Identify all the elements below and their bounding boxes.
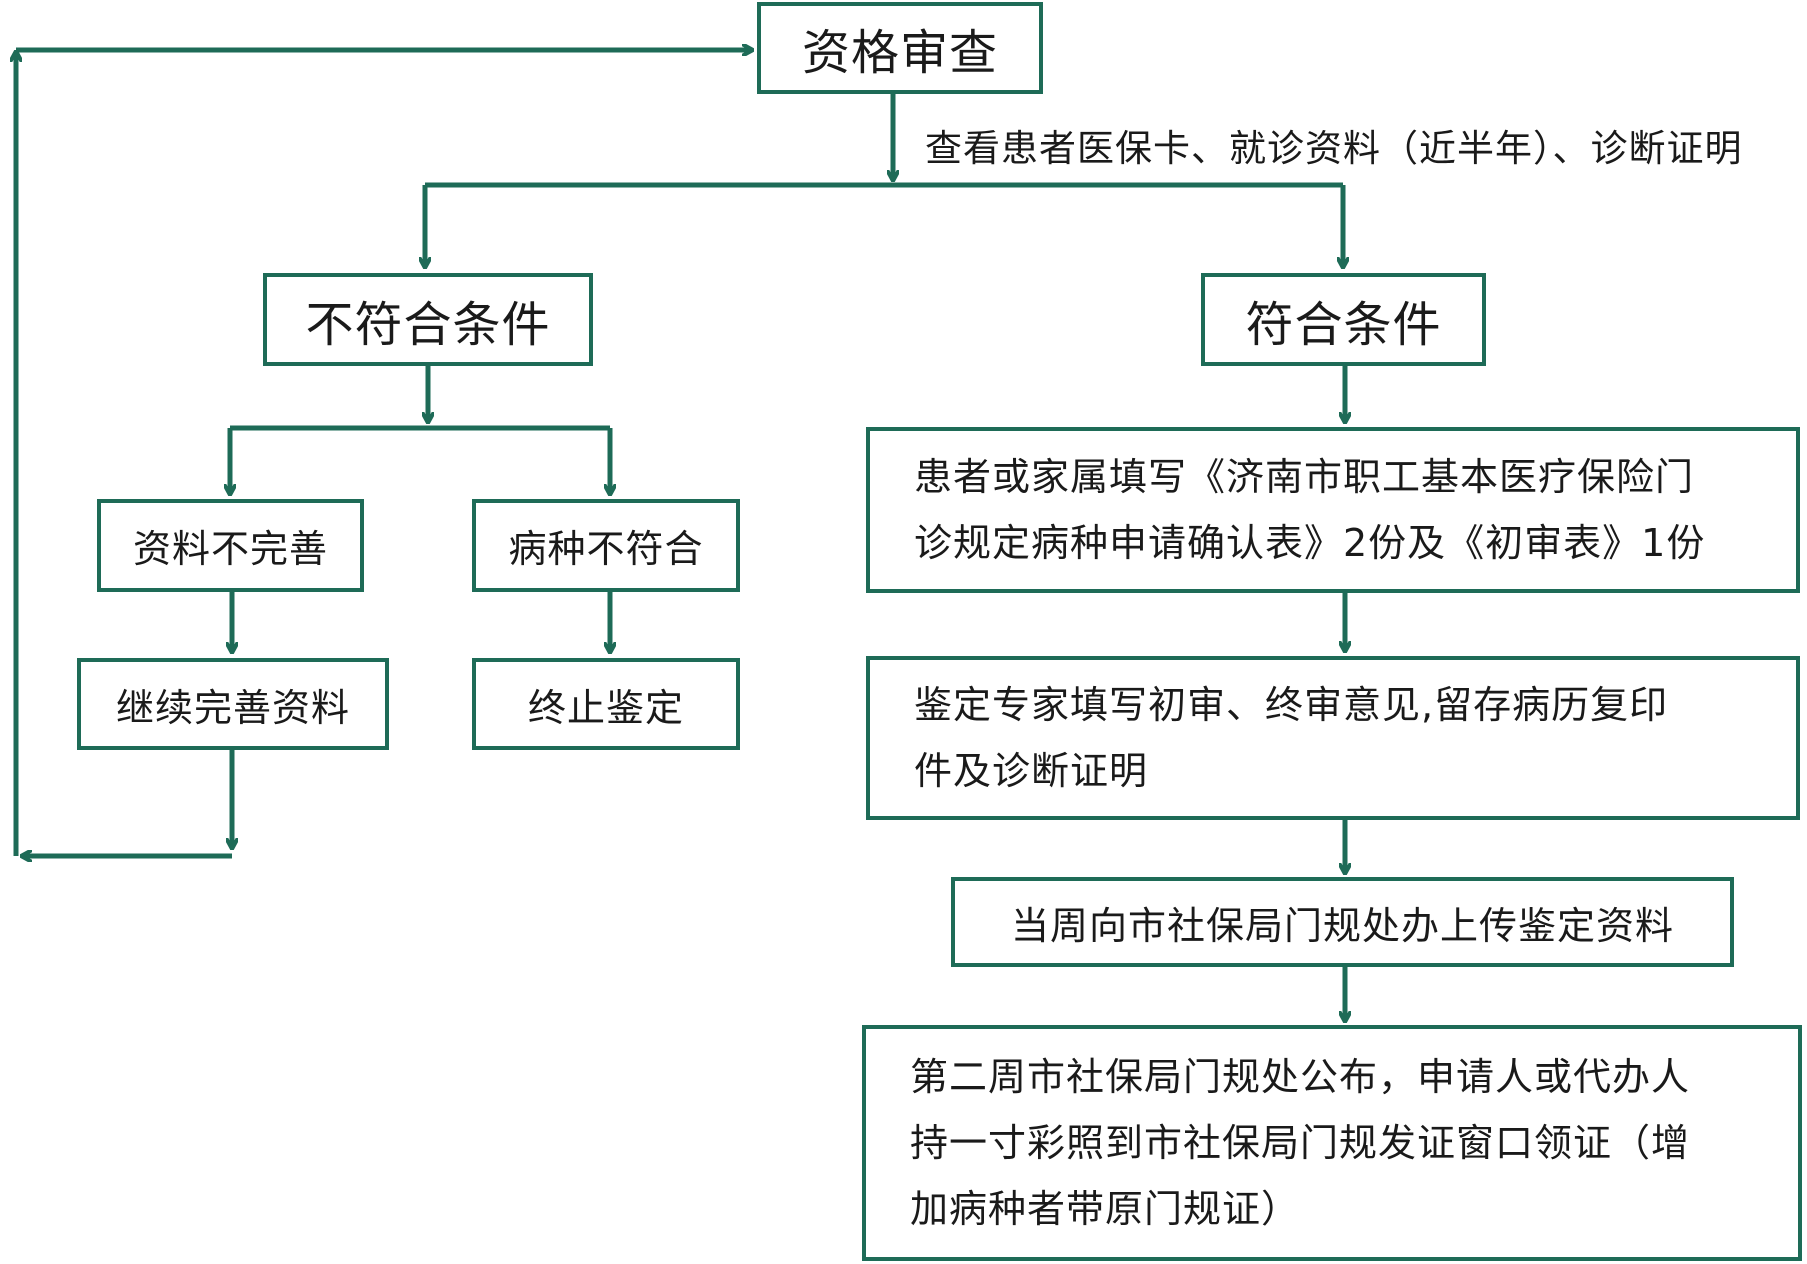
node-terminate-label: 终止鉴定 (527, 685, 684, 730)
node-qualified: 符合条件 (1201, 273, 1486, 366)
node-publish-line-3: 加病种者带原门规证） (910, 1187, 1301, 1231)
node-expert-opinion-line-2: 件及诊断证明 (914, 749, 1149, 793)
node-continue-materials-label: 继续完善资料 (115, 685, 350, 730)
node-incomplete-materials: 资料不完善 (97, 499, 364, 592)
node-fill-forms-text: 患者或家属填写《济南市职工基本医疗保险门 诊规定病种申请确认表》2份及《初审表》… (914, 444, 1705, 576)
node-fill-forms-line-1: 患者或家属填写《济南市职工基本医疗保险门 (914, 455, 1695, 499)
node-publish-text: 第二周市社保局门规处公布，申请人或代办人 持一寸彩照到市社保局门规发证窗口领证（… (910, 1044, 1690, 1242)
node-continue-materials: 继续完善资料 (77, 658, 389, 750)
node-terminate: 终止鉴定 (472, 658, 740, 750)
node-disease-not-matched-label: 病种不符合 (508, 527, 704, 571)
node-qualified-label: 符合条件 (1245, 296, 1442, 353)
node-publish-line-2: 持一寸彩照到市社保局门规发证窗口领证（增 (910, 1121, 1691, 1165)
node-qualification-review: 资格审查 (757, 2, 1043, 94)
node-expert-opinion-line-1: 鉴定专家填写初审、终审意见,留存病历复印 (914, 683, 1669, 727)
node-incomplete-materials-label: 资料不完善 (132, 527, 328, 571)
node-upload: 当周向市社保局门规处办上传鉴定资料 (951, 877, 1734, 967)
node-not-qualified: 不符合条件 (263, 273, 593, 366)
node-fill-forms-line-2: 诊规定病种申请确认表》2份及《初审表》1份 (914, 521, 1706, 565)
node-disease-not-matched: 病种不符合 (472, 499, 740, 592)
node-qualification-review-label: 资格审查 (801, 25, 998, 81)
node-not-qualified-label: 不符合条件 (305, 296, 551, 353)
node-publish: 第二周市社保局门规处公布，申请人或代办人 持一寸彩照到市社保局门规发证窗口领证（… (862, 1025, 1802, 1261)
edge-note-check-documents: 查看患者医保卡、就诊资料（近半年）、诊断证明 (925, 127, 1743, 170)
node-expert-opinion-text: 鉴定专家填写初审、终审意见,留存病历复印 件及诊断证明 (914, 672, 1668, 804)
node-fill-forms: 患者或家属填写《济南市职工基本医疗保险门 诊规定病种申请确认表》2份及《初审表》… (866, 427, 1800, 593)
node-upload-label: 当周向市社保局门规处办上传鉴定资料 (1010, 903, 1674, 948)
node-publish-line-1: 第二周市社保局门规处公布，申请人或代办人 (910, 1055, 1691, 1099)
node-expert-opinion: 鉴定专家填写初审、终审意见,留存病历复印 件及诊断证明 (866, 656, 1800, 820)
